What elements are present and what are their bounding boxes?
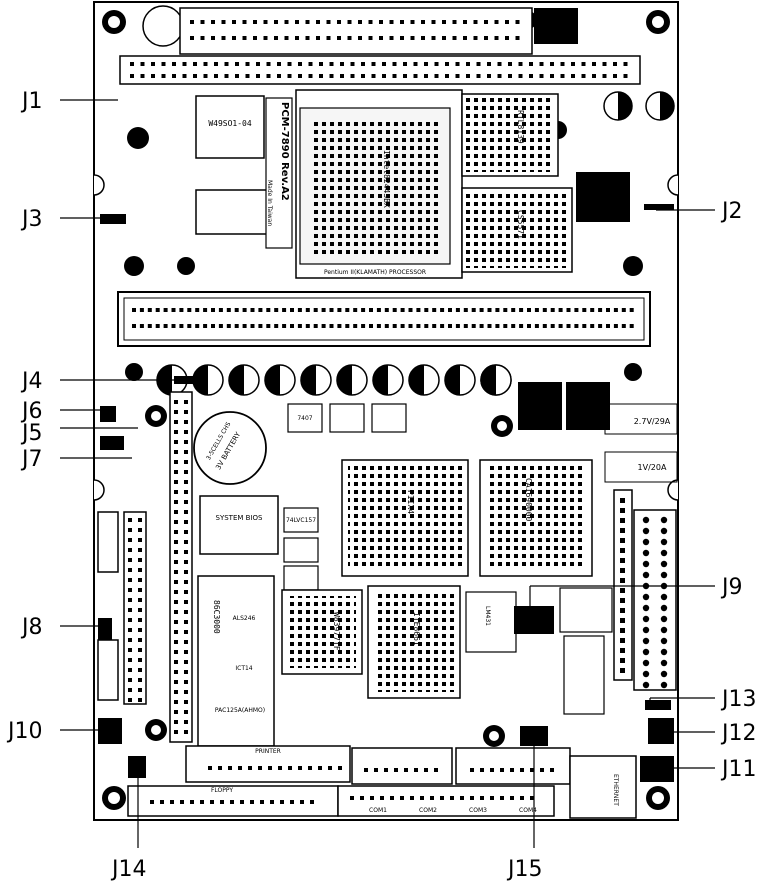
printer-label: PRINTER xyxy=(255,748,281,755)
battery xyxy=(193,411,267,485)
voltage-label-1: 2.7V/29A xyxy=(634,417,671,426)
capacitor-row xyxy=(156,364,512,396)
pc104-connector-top xyxy=(119,7,641,85)
piix4-label: PIIX4 xyxy=(406,490,415,514)
ca-chip-label: CA1690000 xyxy=(524,478,533,522)
ic-74lvc-label: 74LVC157 xyxy=(286,517,316,524)
model-text: PCM-7890 Rev.A2 xyxy=(279,102,290,201)
voltage-reg-chip xyxy=(576,172,630,222)
label-j12: J12 xyxy=(720,721,756,746)
dimm-connector xyxy=(117,291,651,347)
buzzer xyxy=(142,5,184,47)
label-j8: J8 xyxy=(20,615,43,640)
lm-label: LM431 xyxy=(484,606,491,626)
bios-chip xyxy=(195,95,265,159)
northbridge-label: Intel82443BX xyxy=(382,150,391,208)
ethernet-chip-label: RTL8139 xyxy=(516,110,525,144)
label-j4: J4 xyxy=(20,369,43,394)
label-j11: J11 xyxy=(720,757,756,782)
com2-label: COM2 xyxy=(419,807,437,814)
jumper-pins xyxy=(98,204,674,782)
label-j1: J1 xyxy=(20,89,43,114)
label-j7: J7 xyxy=(20,447,43,472)
super-io-label: W83977TF xyxy=(332,612,341,651)
label-j9: J9 xyxy=(720,575,743,600)
mounting-holes xyxy=(102,10,670,810)
cpu-label: Pentium II(KLAMATH) PROCESSOR xyxy=(324,269,426,276)
board-notches xyxy=(93,174,679,501)
cs-chip-label: CS5571 xyxy=(516,210,525,239)
right-vertical-connectors xyxy=(613,489,677,691)
label-j5: J5 xyxy=(20,421,43,446)
chip-ict-label: ICT14 xyxy=(235,665,252,672)
mosfet-2 xyxy=(566,382,610,430)
lm-chip xyxy=(465,591,517,653)
logic-ics xyxy=(283,403,407,591)
made-in-text: Made In Taiwan xyxy=(266,180,273,226)
flash-chip xyxy=(195,189,269,235)
ite-label: ITE8661 xyxy=(412,612,421,646)
bios-chip-label: W49SO1-04 xyxy=(208,119,252,128)
label-j6: J6 xyxy=(20,399,43,424)
right-chip-2 xyxy=(563,635,605,715)
label-j2: J2 xyxy=(720,199,743,224)
system-bios-label: SYSTEM BIOS xyxy=(216,514,264,522)
label-j15: J15 xyxy=(506,857,542,882)
chip-als-label: ALS246 xyxy=(233,615,256,622)
com3-label: COM3 xyxy=(469,807,487,814)
black-pads xyxy=(124,121,643,381)
floppy-label: FLOPPY xyxy=(211,787,233,794)
system-bios-chip xyxy=(199,495,279,555)
label-j3: J3 xyxy=(20,207,43,232)
ic-7407-label: 7407 xyxy=(297,415,312,422)
label-j13: J13 xyxy=(720,687,756,712)
com1-label: COM1 xyxy=(369,807,387,814)
left-chip-area xyxy=(197,575,275,747)
voltage-label-2: 1V/20A xyxy=(638,463,667,472)
label-j10: J10 xyxy=(6,719,42,744)
top-black-chip xyxy=(534,8,578,44)
com4-label: COM4 xyxy=(519,807,537,814)
chip-pac-label: PAC125A(AHMO) xyxy=(215,707,265,714)
ethernet-label: ETHERNET xyxy=(612,774,619,806)
right-chip-1 xyxy=(559,587,613,633)
mosfet-1 xyxy=(518,382,562,430)
chip-86c-label: 86C3000 xyxy=(212,600,221,634)
model-text-box xyxy=(265,97,293,249)
leader-lines xyxy=(60,99,715,848)
label-j14: J14 xyxy=(110,857,146,882)
